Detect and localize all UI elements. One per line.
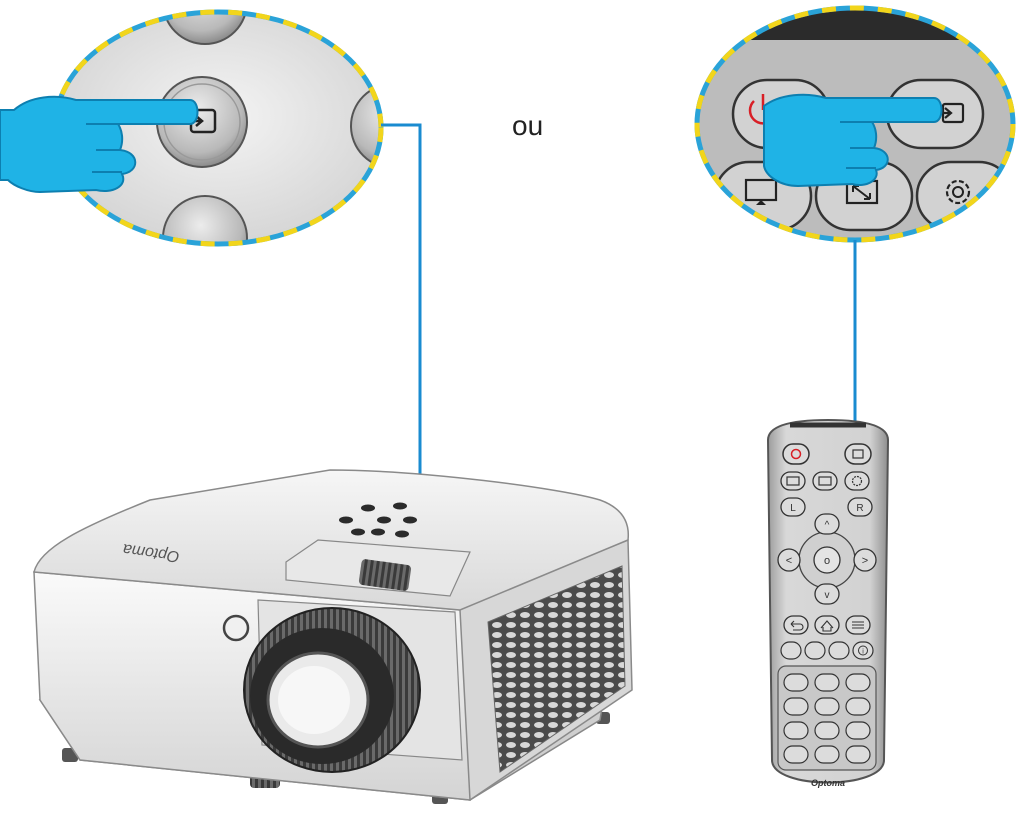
remote-menu-button[interactable] (845, 615, 871, 635)
lens (243, 607, 421, 773)
nav-down-label: v (825, 590, 830, 601)
nav-up-label: ^ (825, 520, 830, 531)
remote-dpad[interactable]: ^ v < > o (777, 513, 877, 605)
leader-line-projector (381, 123, 429, 513)
hand-pointer-icon (763, 93, 943, 188)
projector-keypad (339, 502, 417, 538)
remote-r-button[interactable]: R (847, 497, 873, 517)
nav-right-label: > (862, 555, 868, 567)
remote-user-row: i (780, 641, 874, 660)
nav-left-label: < (786, 555, 792, 567)
remote-back-button[interactable] (783, 615, 809, 635)
remote-display-button[interactable] (780, 471, 806, 491)
nav-ok-label: o (824, 555, 830, 567)
remote-l-button[interactable]: L (780, 497, 806, 517)
projector-keypad-callout (0, 9, 384, 247)
remote-aspect-button[interactable] (812, 471, 838, 491)
settings-gear-icon (945, 179, 971, 205)
remote-l-label: L (790, 503, 796, 514)
remote-home-button[interactable] (814, 615, 840, 635)
remote-power-button[interactable] (782, 443, 810, 465)
remote-lower-buttons (783, 673, 871, 764)
remote-top-callout (694, 5, 1016, 243)
remote-r-label: R (856, 503, 863, 514)
hand-pointer-icon (0, 95, 199, 194)
remote-source-button[interactable] (844, 443, 872, 465)
projector: Optoma (33, 469, 633, 804)
display-icon (744, 178, 778, 205)
leader-line-remote (846, 240, 864, 449)
remote-brand: Optoma (811, 778, 845, 788)
remote-control: L R ^ v < > o (766, 418, 890, 788)
or-separator-text: ou (512, 110, 544, 141)
info-label: i (862, 649, 864, 656)
remote-settings-button[interactable] (844, 471, 870, 491)
